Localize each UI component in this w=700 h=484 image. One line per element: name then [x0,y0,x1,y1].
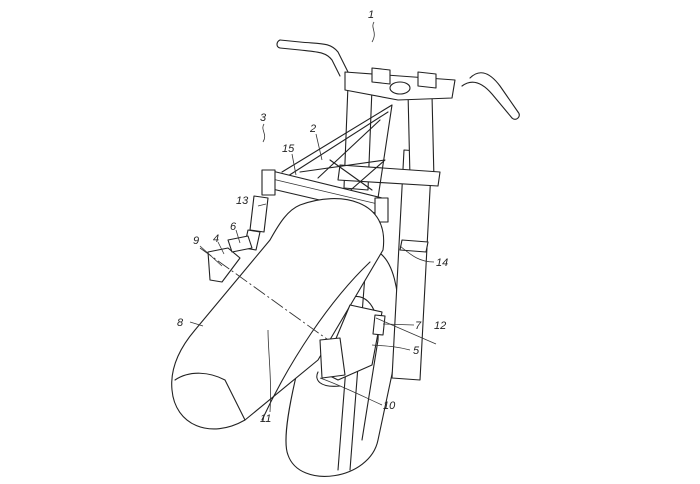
label-11: 11 [260,413,271,425]
label-4: 4 [213,233,219,245]
label-1: 1 [368,9,374,21]
label-5: 5 [413,345,420,357]
leader-lines [189,21,437,413]
label-2: 2 [309,123,316,135]
label-7: 7 [415,320,422,332]
front-wheel [171,198,385,430]
label-3: 3 [260,112,267,124]
axle-line [199,247,346,353]
label-9: 9 [193,235,199,247]
label-6: 6 [230,221,237,233]
label-12: 12 [434,320,446,332]
fork-leg-right [391,149,433,381]
fork-tubes [337,84,441,191]
label-10: 10 [383,400,396,412]
truss-frame [281,104,393,199]
reference-labels: 1 3 2 15 13 6 4 9 8 14 7 12 5 10 11 [177,9,448,425]
label-13: 13 [236,195,249,207]
handlebar [276,39,520,120]
label-15: 15 [282,143,295,155]
bracket [316,304,386,387]
label-8: 8 [177,317,184,329]
label-14: 14 [436,257,448,269]
